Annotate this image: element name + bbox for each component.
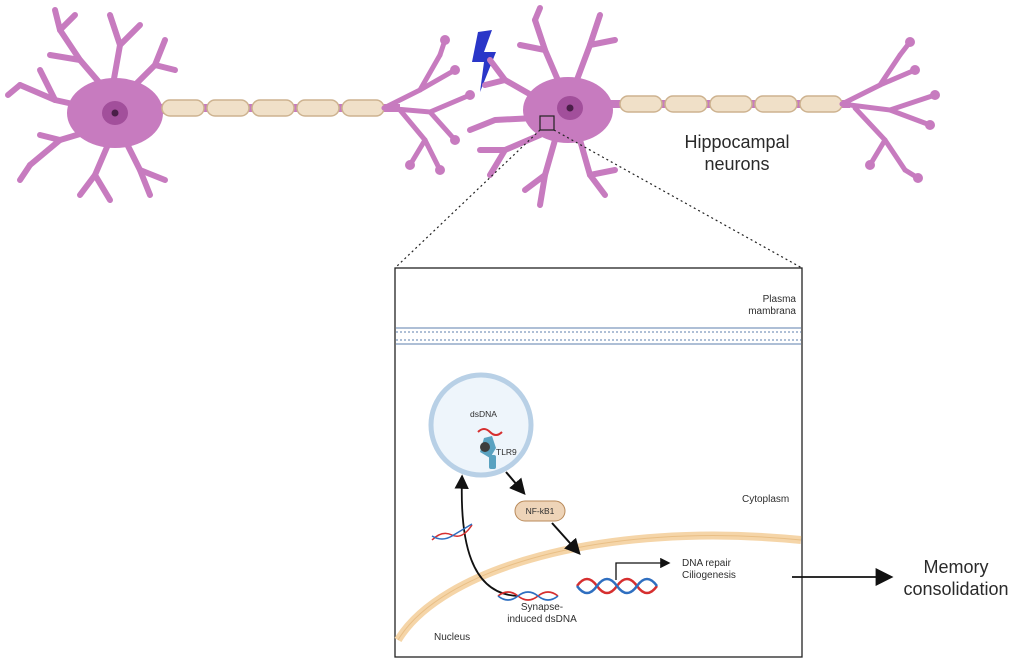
dsdna-label: dsDNA <box>470 409 497 419</box>
hippocampal-neurons-label: Hippocampal neurons <box>672 131 802 175</box>
plasma-membrane <box>396 327 801 345</box>
zoom-panel <box>394 267 894 658</box>
right-neuron-axon <box>610 95 850 113</box>
right-neuron-nucleolus <box>566 104 574 112</box>
zoom-line-left <box>394 129 541 269</box>
plasma-membrane-label: Plasma mambrana <box>730 294 796 318</box>
hippocampal-label-line1: Hippocampal <box>684 132 790 152</box>
right-neuron-terminals <box>839 39 938 181</box>
left-neuron-dendrites <box>5 7 178 203</box>
synapse-dsdna <box>497 591 559 601</box>
ciliogenesis-label: Ciliogenesis <box>682 570 736 581</box>
endosome-vesicle <box>428 372 534 478</box>
nfkb1-protein <box>514 500 566 522</box>
plasma-label-line2: mambrana <box>748 306 796 317</box>
nfkb1-label: NF-kB1 <box>525 506 555 516</box>
arrow-transcription <box>615 557 671 580</box>
genomic-dna-helix <box>575 577 659 595</box>
tlr9-receptor <box>477 428 503 469</box>
synapse-label-line2: induced dsDNA <box>507 614 577 625</box>
left-neuron-axon <box>160 99 400 117</box>
arrow-tlr9-to-nfkb1 <box>505 471 526 496</box>
nuclear-envelope-edge <box>397 535 802 641</box>
lightning-icon <box>472 30 496 92</box>
memory-label-line2: consolidation <box>903 579 1009 599</box>
hippocampal-label-line2: neurons <box>704 154 770 174</box>
plasma-label-line1: Plasma <box>762 294 796 305</box>
tlr9-label: TLR9 <box>496 447 517 457</box>
right-neuron-dendrites <box>467 5 618 208</box>
cytoplasmic-dsdna <box>431 523 473 541</box>
synapse-dsdna-label: Synapse- induced dsDNA <box>502 602 582 626</box>
left-neuron-nucleolus <box>111 109 119 117</box>
cytoplasm-label: Cytoplasm <box>742 494 790 505</box>
right-neuron <box>467 5 618 208</box>
left-neuron <box>5 7 178 203</box>
right-neuron-boutons <box>865 37 940 183</box>
zoom-line-right <box>553 129 803 269</box>
zoom-region-marker <box>539 115 555 131</box>
left-neuron-boutons <box>405 35 475 175</box>
nucleus-label: Nucleus <box>434 632 471 643</box>
dna-repair-label: DNA repair <box>682 558 731 569</box>
arrow-nfkb1-to-dna <box>551 522 581 555</box>
memory-consolidation-label: Memory consolidation <box>890 556 1022 600</box>
synapse-label-line1: Synapse- <box>520 602 564 613</box>
memory-label-line1: Memory <box>923 557 989 577</box>
